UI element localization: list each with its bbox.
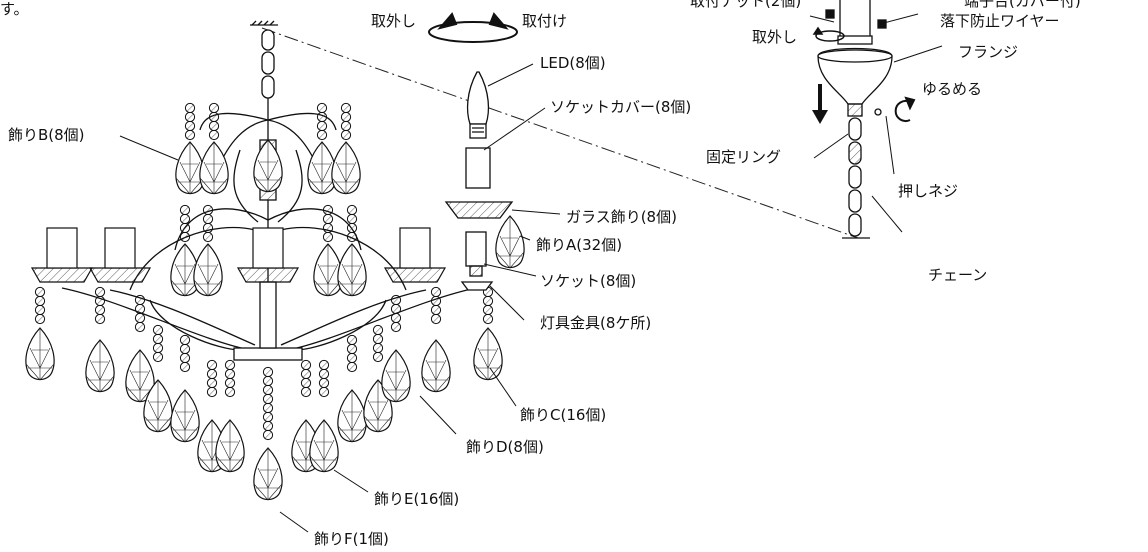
led-label: LED(8個)	[540, 54, 606, 72]
socket-label: ソケット(8個)	[540, 272, 636, 290]
fixture-bracket-label: 灯具金具(8ケ所)	[540, 314, 651, 332]
set-screw-label: 押しネジ	[898, 182, 958, 200]
attach-top-label: 取付け	[522, 12, 567, 30]
glass-deco-label: ガラス飾り(8個)	[566, 208, 677, 226]
remove-top-label: 取外し	[371, 12, 416, 30]
deco-c-label: 飾りC(16個)	[520, 406, 606, 424]
top-fragment-text: す。	[0, 0, 29, 18]
fall-wire-label: 落下防止ワイヤー	[940, 12, 1060, 30]
terminal-fragment-label: 端子台(カバー付)	[964, 0, 1081, 10]
down-arrow	[812, 84, 828, 124]
main-chain	[250, 20, 278, 140]
deco-a-label: 飾りA(32個)	[536, 236, 622, 254]
chain-label: チェーン	[928, 266, 987, 284]
deco-e-label: 飾りE(16個)	[374, 490, 459, 508]
deco-f-label: 飾りF(1個)	[314, 530, 389, 548]
exploded-parts	[444, 71, 525, 291]
mount-fragment-label: 取付ナット(2個)	[690, 0, 801, 10]
remove-right-label: 取外し	[752, 28, 797, 46]
rotation-arrows-top	[428, 12, 518, 43]
ceiling-fixture	[817, 0, 893, 239]
loosen-arrow	[894, 96, 916, 122]
light-cups	[31, 227, 446, 283]
loosen-label: ゆるめる	[922, 80, 982, 98]
deco-b-label: 飾りB(8個)	[8, 126, 85, 144]
fixing-ring-label: 固定リング	[706, 148, 781, 166]
flange-label: フランジ	[958, 43, 1018, 61]
deco-d-label: 飾りD(8個)	[466, 438, 544, 456]
guide-line	[261, 27, 859, 239]
remove-arrow-right	[812, 26, 845, 42]
labels: す。 取外し 取付け 取付ナット(2個) 端子台(カバー付) 落下防止ワイヤー …	[0, 0, 1081, 548]
chandelier-body	[61, 112, 477, 361]
leader-lines	[119, 13, 943, 533]
socket-cover-label: ソケットカバー(8個)	[550, 98, 691, 116]
